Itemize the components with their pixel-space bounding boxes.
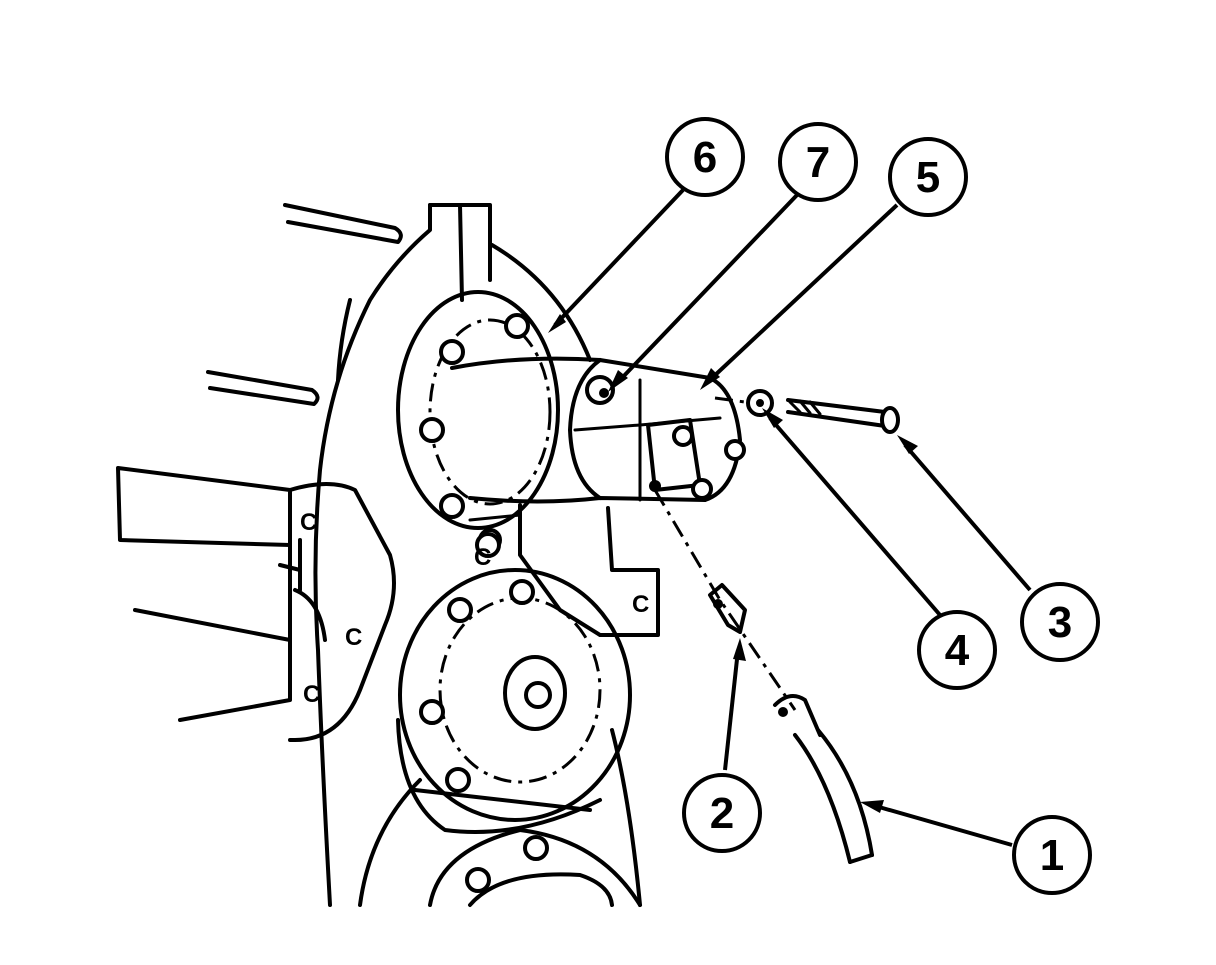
callout-6-label: 6 [693, 133, 717, 182]
callout-leaders [548, 188, 1032, 847]
engine-housing [116, 203, 592, 907]
callout-1: 1 [1012, 815, 1092, 895]
housing-mark-c: C [345, 624, 362, 651]
housing-mark-c: C [300, 509, 317, 536]
mounting-flange [396, 290, 560, 552]
callout-4: 4 [917, 610, 997, 690]
callout-7: 7 [778, 122, 858, 202]
callout-7-label: 7 [806, 138, 830, 187]
callout-1-label: 1 [1040, 831, 1064, 880]
housing-marks: C C C C C [300, 509, 649, 708]
housing-mark-c: C [632, 591, 649, 618]
callout-3-label: 3 [1048, 598, 1072, 647]
callout-2-label: 2 [710, 789, 734, 838]
lower-bracket-and-gear-cover [358, 503, 660, 907]
callout-4-label: 4 [945, 626, 970, 675]
callout-3: 3 [1020, 582, 1100, 662]
starter-body [450, 356, 746, 504]
callout-5: 5 [888, 137, 968, 217]
callout-5-label: 5 [916, 153, 940, 202]
callout-6: 6 [665, 117, 745, 197]
fasteners-and-cable [653, 389, 900, 864]
housing-mark-c: C [303, 681, 320, 708]
housing-mark-c: C [474, 544, 491, 571]
callout-2: 2 [682, 773, 762, 853]
